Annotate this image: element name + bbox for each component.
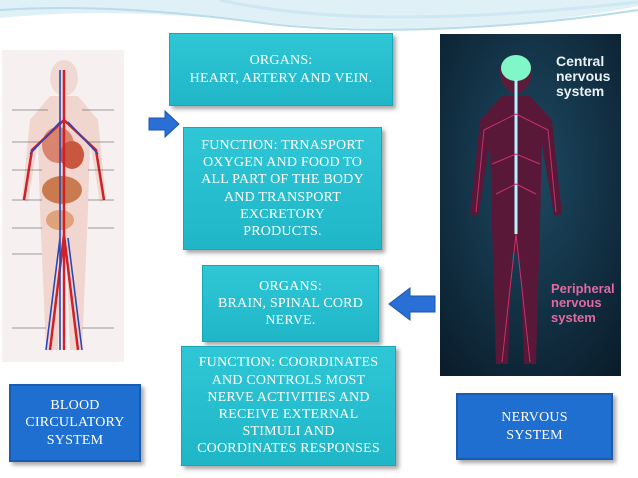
nervous-label-line: SYSTEM [506, 427, 563, 443]
nervous-organs-line: NERVE. [265, 313, 316, 329]
nervous-function-box: FUNCTION: COORDINATES AND CONTROLS MOST … [181, 346, 396, 466]
nervous-system-label: NERVOUS SYSTEM [456, 393, 613, 460]
nervous-function-line: COORDINATES RESPONSES [197, 441, 380, 457]
circulatory-function-line: AND TRANSPORT [223, 189, 342, 205]
circulatory-label-line: SYSTEM [46, 432, 104, 448]
nervous-organs-line: BRAIN, SPINAL CORD [217, 295, 364, 311]
central-label-line: Central [556, 53, 605, 69]
circulatory-organs-box: ORGANS: HEART, ARTERY AND VEIN. [169, 33, 393, 106]
circulatory-label-line: CIRCULATORY [25, 415, 125, 431]
nervous-label-line: NERVOUS [501, 410, 568, 426]
blood-circulatory-system-label: BLOOD CIRCULATORY SYSTEM [9, 384, 141, 462]
nervous-system-image: Central nervous system Peripheral nervou… [440, 34, 621, 376]
nervous-organs-box: ORGANS: BRAIN, SPINAL CORD NERVE. [202, 265, 379, 342]
circulatory-organs-line: ORGANS: [249, 53, 313, 69]
circulatory-function-line: FUNCTION: TRNASPORT [201, 137, 364, 153]
circulatory-function-line: ALL PART OF THE BODY [201, 172, 364, 188]
circulatory-function-line: OXYGEN AND FOOD TO [202, 155, 363, 171]
peripheral-label-line: system [551, 309, 596, 325]
central-nervous-system-label: Central nervous system [556, 53, 611, 100]
circulatory-function-line: EXCRETORY [240, 206, 325, 222]
nervous-organs-line: ORGANS: [259, 278, 322, 294]
nervous-function-line: RECEIVE EXTERNAL [218, 407, 359, 422]
nervous-function-line: FUNCTION: COORDINATES [198, 355, 379, 371]
circulatory-function-line: PRODUCTS. [243, 223, 322, 239]
nervous-function-line: NERVE ACTIVITIES AND [207, 389, 370, 405]
circulatory-label-line: BLOOD [50, 398, 100, 414]
central-label-line: nervous [556, 68, 611, 85]
nervous-function-line: AND CONTROLS MOST [211, 372, 366, 388]
right-arrow-icon [148, 109, 180, 139]
peripheral-nervous-system-label: Peripheral nervous system [551, 281, 615, 325]
central-label-line: system [556, 83, 605, 100]
circulatory-system-image [2, 50, 124, 362]
left-arrow-icon [388, 286, 436, 322]
peripheral-label-line: nervous [551, 295, 602, 311]
peripheral-label-line: Peripheral [551, 281, 615, 296]
nervous-function-line: STIMULI AND [242, 424, 335, 440]
circulatory-organs-line: HEART, ARTERY AND VEIN. [189, 70, 373, 86]
circulatory-function-box: FUNCTION: TRNASPORT OXYGEN AND FOOD TO A… [183, 127, 382, 250]
top-wave-decoration [0, 0, 638, 31]
